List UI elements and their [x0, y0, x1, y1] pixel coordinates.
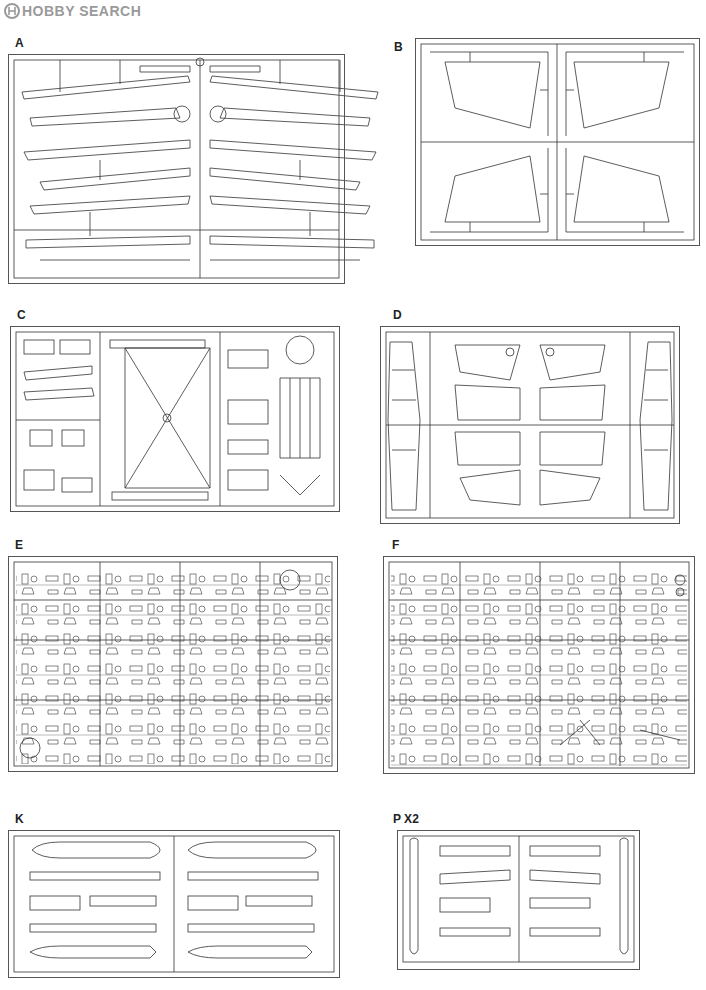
sprue-letter: K — [15, 813, 24, 825]
sprue-letter: C — [17, 309, 26, 321]
sprue-frame: B — [415, 38, 700, 246]
sprue-frame: C — [10, 326, 340, 512]
sprue-frame: E — [8, 556, 338, 772]
sprue-frame: A — [8, 54, 345, 284]
sprue-letter: B — [394, 41, 403, 53]
sprue-frame: D — [380, 326, 680, 524]
sprue-frame: F — [383, 556, 695, 774]
sprue-frame: P X2 — [397, 830, 640, 970]
sprue-letter: E — [15, 539, 23, 551]
watermark: HOBBY SEARCH — [22, 4, 141, 18]
sprue-letter: F — [392, 539, 399, 551]
sprue-letter: A — [15, 37, 24, 49]
sprue-letter: P X2 — [393, 813, 419, 825]
sprue-frame: K — [8, 830, 340, 978]
sprue-letter: D — [393, 309, 402, 321]
